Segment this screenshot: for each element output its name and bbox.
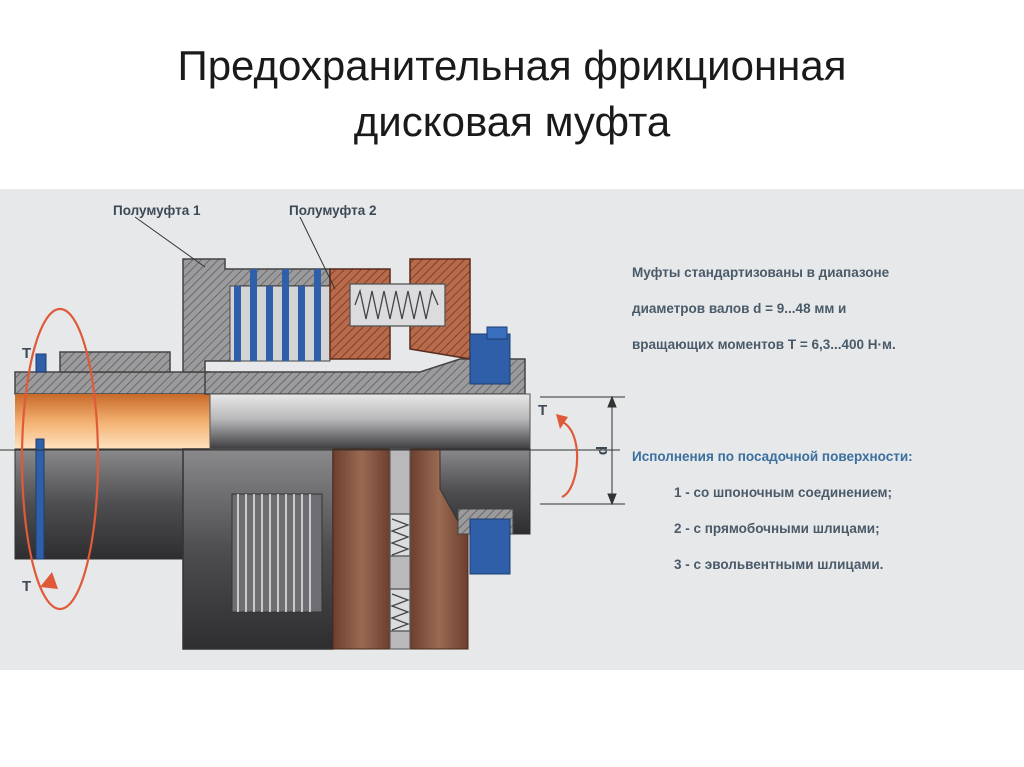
torque-arrow-right [556, 414, 579, 499]
springs [349, 283, 446, 632]
leader-half-2 [299, 216, 336, 290]
standard-line-1: Муфты стандартизованы в диапазоне [632, 265, 890, 280]
left-shaft [14, 351, 211, 560]
title-line-2: дисковая муфта [353, 98, 671, 145]
slide-title: Предохранительная фрикционная дисковая м… [0, 38, 1024, 150]
version-2: 2 - с прямобочными шлицами; [674, 521, 880, 536]
torque-arrow-left [20, 307, 100, 611]
versions-list: Исполнения по посадочной поверхности: 1 … [632, 446, 913, 576]
leader-half-1 [134, 216, 206, 268]
label-torque-left-bottom: Т [22, 578, 32, 595]
diameter-dimension [540, 395, 625, 506]
label-half-coupling-1: Полумуфта 1 [113, 203, 201, 218]
coupling-diagram [0, 216, 625, 650]
label-torque-right: Т [538, 402, 548, 419]
label-torque-left-top: Т [22, 345, 32, 362]
lock-nut [469, 326, 511, 575]
label-diameter: d [594, 445, 612, 456]
standard-note: Муфты стандартизованы в диапазоне диамет… [632, 262, 896, 356]
friction-discs [229, 269, 331, 362]
half-coupling-1 [182, 258, 334, 650]
standard-line-3: вращающих моментов Т = 6,3...400 Н·м. [632, 337, 896, 352]
label-half-coupling-2: Полумуфта 2 [289, 203, 377, 218]
version-1: 1 - со шпоночным соединением; [674, 485, 893, 500]
version-3: 3 - с эвольвентными шлицами. [674, 557, 884, 572]
standard-line-2: диаметров валов d = 9...48 мм и [632, 301, 847, 316]
versions-heading: Исполнения по посадочной поверхности: [632, 449, 913, 464]
title-line-1: Предохранительная фрикционная [177, 42, 847, 89]
